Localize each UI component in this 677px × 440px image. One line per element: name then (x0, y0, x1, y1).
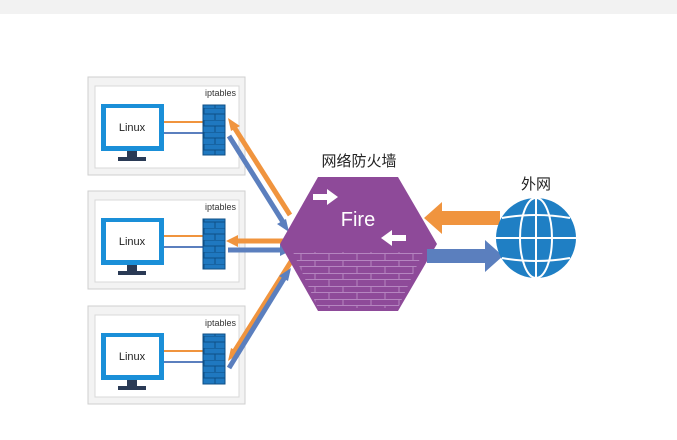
firewall-title: 网络防火墙 (321, 152, 396, 170)
iptables-brick-icon (202, 104, 226, 156)
monitor-icon (101, 104, 164, 161)
monitor-icon (101, 218, 164, 275)
internet: 外网 (496, 175, 576, 279)
internet-label: 外网 (521, 175, 551, 193)
iptables-brick-icon (202, 218, 226, 270)
arrow-right-icon (313, 189, 338, 205)
iptables-label: iptables (205, 318, 237, 328)
linux-label: Linux (119, 351, 146, 363)
network-firewall: 网络防火墙 Fire (280, 152, 437, 311)
firewall-internet-arrows (424, 202, 503, 272)
host-2: iptables Linux (87, 190, 246, 290)
linux-label: Linux (119, 122, 146, 134)
fire-logo-text: Fire (341, 209, 375, 231)
iptables-brick-icon (202, 333, 226, 385)
iptables-label: iptables (205, 202, 237, 212)
iptables-label: iptables (205, 88, 237, 98)
host-firewall-arrows (226, 118, 295, 370)
host-3: iptables Linux (87, 305, 246, 405)
linux-label: Linux (119, 236, 146, 248)
top-bar (0, 0, 677, 14)
globe-icon (496, 197, 576, 279)
host-1: iptables Linux (87, 76, 246, 176)
arrow-left-icon (381, 230, 406, 246)
monitor-icon (101, 333, 164, 390)
